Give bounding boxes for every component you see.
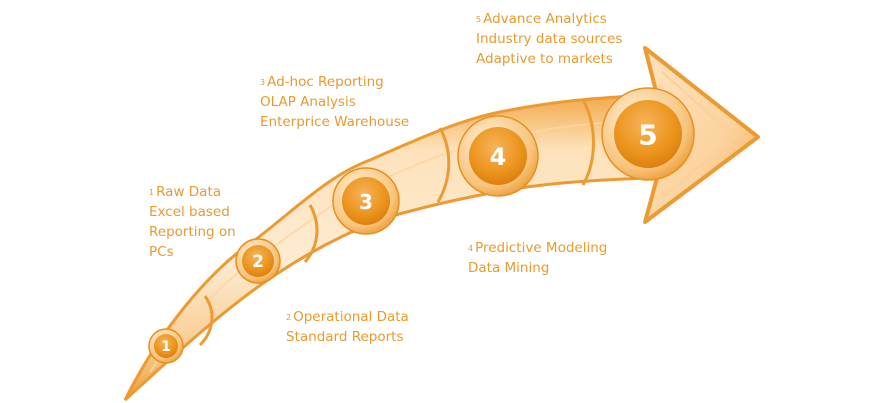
step-superscript-5: 5 [476, 15, 482, 24]
step-superscript-1: 1 [149, 188, 155, 197]
step-superscript-4: 4 [468, 244, 474, 253]
step-circle-5: 5 [601, 87, 695, 181]
step-2-line-2: Standard Reports [286, 329, 404, 345]
segment-divider [436, 127, 451, 203]
step-1-line-4: PCs [149, 244, 174, 260]
step-5-line-2: Industry data sources [476, 31, 623, 47]
step-5-line-1: Advance Analytics [483, 11, 607, 27]
step-5-line-3: Adaptive to markets [476, 51, 613, 67]
step-number-4: 4 [490, 143, 507, 171]
step-1-line-3: Reporting on [149, 224, 236, 240]
step-superscript-2: 2 [286, 313, 292, 322]
arrow-head-inner [661, 71, 737, 199]
step-circle-3: 3 [332, 167, 400, 235]
step-3-line-2: OLAP Analysis [260, 94, 356, 110]
step-circle-2: 2 [235, 238, 281, 284]
step-4-line-1: Predictive Modeling [475, 240, 608, 256]
arrow-head [643, 46, 760, 224]
step-4-line-2: Data Mining [468, 260, 550, 276]
step-number-2: 2 [252, 252, 264, 272]
step-superscript-3: 3 [260, 78, 266, 87]
step-1-line-2: Excel based [149, 204, 230, 220]
segment-divider [198, 295, 214, 347]
step-3-line-3: Enterprice Warehouse [260, 114, 410, 130]
segment-divider [303, 204, 319, 263]
step-3-line-1: Ad-hoc Reporting [267, 74, 384, 90]
step-number-3: 3 [359, 190, 373, 214]
step-1-line-1: Raw Data [156, 184, 222, 200]
step-number-5: 5 [638, 119, 657, 152]
step-circle-1: 1 [148, 328, 184, 364]
step-number-1: 1 [161, 339, 171, 355]
segment-divider [581, 99, 595, 186]
step-circle-4: 4 [457, 115, 539, 197]
step-2-line-1: Operational Data [293, 309, 409, 325]
